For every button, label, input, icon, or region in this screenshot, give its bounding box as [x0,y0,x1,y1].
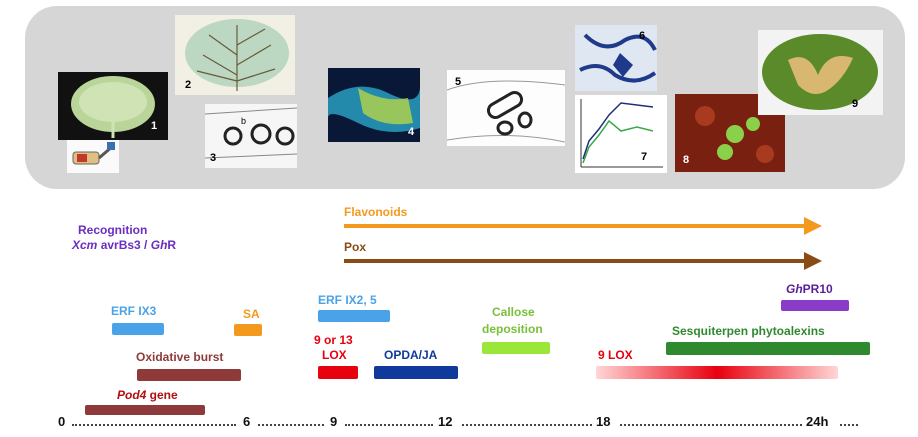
callose-bar [482,342,550,354]
xcm-italic: Xcm [72,238,98,252]
timeline-dots-4 [462,424,592,426]
erf-ix3-bar [112,323,164,335]
sesquiterpen-bar [666,342,870,355]
image-number-6: 6 [639,30,646,42]
oxidative-burst-label: Oxidative burst [136,350,224,364]
micrograph-letter-b: b [241,116,247,126]
timeline-18: 18 [596,414,611,429]
bacteria-micrograph-icon [447,80,565,143]
cells-micrograph-icon [205,107,297,159]
flavonoids-arrow [344,224,806,228]
lox-9-bar [596,366,838,379]
recognition-subtitle: Xcm avrBs3 / GhR [72,238,176,252]
leaf-veins-icon [185,19,289,91]
ghpr10-bar [781,300,849,311]
flavonoids-label: Flavonoids [344,205,408,219]
opda-ja-bar [374,366,458,379]
timeline-dots-2 [258,424,324,426]
micrograph-5: 5 [447,70,565,146]
timeline-9: 9 [330,414,338,429]
fluorescence-icon [328,68,420,142]
timeline-0: 0 [58,414,66,429]
ghpr10-gh-italic: Gh [786,282,803,296]
lox-9-label: 9 LOX [598,348,633,362]
image-number-4: 4 [408,126,415,138]
fluorescence-photo-4: 4 [328,68,420,142]
pod4-gene-label: Pod4 gene [117,388,178,402]
erf-ix2-5-label: ERF IX2, 5 [318,293,377,307]
r-text: R [167,238,177,252]
blue-stain-icon [579,33,657,83]
timeline-dots-5 [620,424,802,426]
syringe-illustration [67,140,119,173]
image-number-8: 8 [683,154,690,166]
oxidative-burst-bar [137,369,241,381]
pox-label: Pox [344,240,367,254]
erf-ix3-label: ERF IX3 [111,304,157,318]
leaf-photo-2: 2 [175,15,295,95]
image-number-3: 3 [210,152,217,164]
ghpr10-text: PR10 [802,282,833,296]
timeline-dots-1 [72,424,236,426]
syringe-icon [72,142,115,165]
callose-label-line2: deposition [482,322,543,336]
line-graph-icon [580,99,663,168]
sa-bar [234,324,262,336]
sa-label: SA [243,307,260,321]
recognition-label: Recognition [78,223,148,237]
erf-ix2-5-bar [318,310,390,322]
pod4-gene-text: gene [146,388,178,402]
timeline-dots-3 [345,424,433,426]
leaf-1-icon [71,76,155,138]
image-number-1: 1 [151,120,158,132]
micrograph-3: b 3 [205,104,297,168]
opda-ja-label: OPDA/JA [384,348,438,362]
timeline-dots-6 [840,424,858,426]
callose-label-line1: Callose [492,305,535,319]
lox-9-13-label-line2: LOX [322,348,347,362]
lox-9-13-bar [318,366,358,379]
avrbs3-text: avrBs3 / [97,238,151,252]
gh-italic: Gh [150,238,168,252]
sesquiterpen-label: Sesquiterpen phytoalexins [672,324,825,338]
stain-photo-6: 6 [575,25,657,91]
image-number-7: 7 [641,151,648,163]
pod4-gene-bar [85,405,205,415]
ghpr10-label: GhPR10 [786,282,833,296]
pox-arrow [344,259,806,263]
image-number-5: 5 [455,76,462,88]
timeline-12: 12 [438,414,453,429]
line-graph-7: 7 [575,95,667,173]
pox-arrowhead [804,252,822,270]
leaf-photo-9: 9 [758,30,883,115]
infected-leaf-icon [762,34,878,110]
lox-9-13-label-line1: 9 or 13 [314,333,353,347]
timeline-24h: 24h [806,414,829,429]
image-number-2: 2 [185,79,192,91]
pod4-italic: Pod4 [117,388,147,402]
leaf-photo-1: 1 [58,72,168,140]
image-number-9: 9 [852,98,859,110]
flavonoids-arrowhead [804,217,822,235]
timeline-6: 6 [243,414,251,429]
